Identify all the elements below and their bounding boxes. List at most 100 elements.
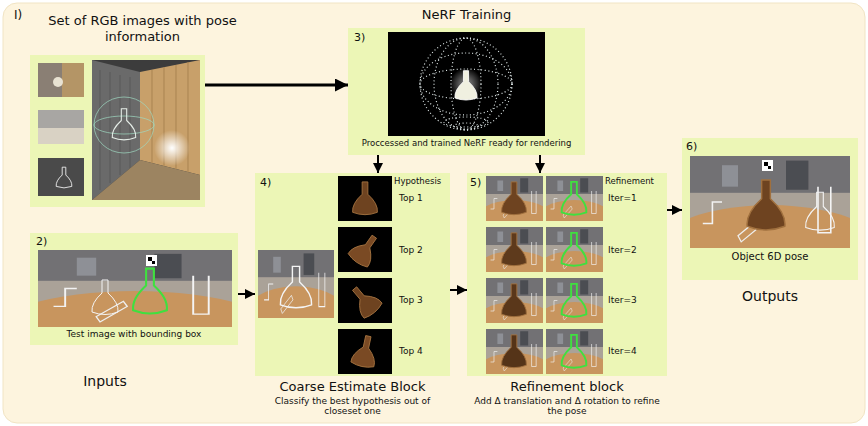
- training-images: [92, 60, 140, 200]
- hypothesis-renders: [338, 278, 392, 323]
- output-image: [764, 162, 768, 166]
- column-heading: Hypothesis: [394, 176, 448, 186]
- step-number: 5): [470, 176, 486, 189]
- refinement-renders: [470, 278, 559, 356]
- box-heading: Set of RGB images with pose information: [35, 13, 250, 44]
- training-images: [92, 60, 200, 200]
- coarse-estimate-box: 4)HypothesisTop 1Top 2Top 3Top 4Coarse E…: [255, 173, 450, 376]
- hypothesis-renders: [346, 281, 384, 320]
- output-image: [768, 166, 771, 169]
- training-images: [152, 62, 188, 172]
- rank-label: Top 2: [399, 245, 445, 256]
- training-images: [100, 70, 130, 190]
- test-image: [133, 269, 167, 314]
- flow-arrow: [450, 289, 467, 291]
- block-title: Coarse Estimate Block: [245, 379, 460, 395]
- refinement-renders: [562, 284, 587, 317]
- output-image: [806, 192, 835, 230]
- refinement-renders: [530, 329, 619, 407]
- flow-arrow: [667, 209, 682, 211]
- output-image: [747, 180, 785, 230]
- hypothesis-renders: [338, 176, 392, 221]
- panel-index: I): [14, 8, 38, 22]
- input-images-box: Set of RGB images with pose information: [30, 55, 205, 207]
- hypothesis-renders: [347, 230, 384, 269]
- rank-label: Top 1: [399, 193, 445, 204]
- nerf-render: [420, 38, 512, 130]
- training-images: [94, 97, 154, 153]
- flow-arrow: [377, 155, 379, 173]
- test-image-box: 2)Test image with bounding boxInputs: [30, 233, 238, 345]
- refinement-renders: [502, 284, 527, 317]
- refinement-renders: [470, 176, 559, 254]
- nerf-training-box: NeRF Training3)Proccessed and trained Ne…: [348, 28, 585, 155]
- block-description: Classify the best hypothesis out of clos…: [255, 396, 450, 417]
- coarse-crop: [237, 250, 356, 368]
- training-images: [38, 60, 200, 200]
- refinement-renders: [562, 182, 587, 215]
- nerf-render: [420, 53, 512, 115]
- rank-label: Top 3: [399, 295, 445, 306]
- training-images: [53, 77, 63, 87]
- refinement-renders: [470, 227, 559, 305]
- iteration-label: Iter=2: [608, 245, 664, 256]
- column-heading: Refinement: [605, 176, 665, 186]
- background-panel: [3, 3, 865, 423]
- training-images: [154, 130, 190, 166]
- step-number: 3): [354, 31, 374, 44]
- image-caption: Proccessed and trained NeRF ready for re…: [352, 138, 581, 148]
- iteration-label: Iter=1: [608, 193, 664, 204]
- box-heading: NeRF Training: [348, 7, 585, 23]
- nerf-render: [420, 38, 512, 130]
- flow-arrow: [539, 155, 541, 173]
- flow-arrow: [205, 84, 348, 87]
- rank-label: Top 4: [399, 346, 445, 357]
- nerf-render: [450, 68, 482, 100]
- image-caption: Object 6D pose: [682, 251, 858, 263]
- output-box: 6)Object 6D poseOutputs: [682, 138, 858, 280]
- coarse-crop: [237, 250, 356, 368]
- nerf-render: [455, 71, 477, 100]
- refinement-renders: [502, 233, 527, 266]
- training-images: [94, 116, 154, 134]
- flow-arrow: [238, 293, 255, 295]
- training-images: [38, 110, 84, 144]
- refinement-renders: [562, 233, 587, 266]
- training-images: [112, 109, 136, 140]
- training-images: [92, 160, 200, 200]
- refinement-renders: [502, 182, 527, 215]
- section-label: Inputs: [30, 373, 180, 390]
- nerf-render: [434, 38, 498, 130]
- training-images: [56, 167, 72, 188]
- block-description: Add Δ translation and Δ rotation to refi…: [467, 396, 667, 417]
- image-caption: Test image with bounding box: [30, 329, 238, 340]
- hypothesis-renders: [338, 176, 392, 374]
- block-title: Refinement block: [467, 379, 667, 395]
- training-images: [38, 128, 84, 144]
- output-image: [762, 160, 773, 171]
- nerf-render: [444, 117, 488, 127]
- refinement-renders: [562, 335, 587, 368]
- hypothesis-renders: [338, 227, 392, 272]
- step-number: 6): [686, 140, 706, 153]
- hypothesis-renders: [350, 334, 379, 369]
- test-image: [0, 250, 286, 383]
- iteration-label: Iter=4: [608, 346, 664, 357]
- refinement-renders: [530, 227, 619, 305]
- test-image: [152, 261, 155, 264]
- output-image: [645, 156, 868, 315]
- step-number: 4): [260, 176, 280, 189]
- test-image: [92, 280, 118, 315]
- test-image: [146, 255, 157, 266]
- hypothesis-renders: [338, 329, 392, 374]
- refinement-renders: [470, 329, 559, 407]
- nerf-render: [451, 38, 481, 130]
- refinement-box: 5)RefinementIter=1Iter=2Iter=3Iter=4Refi…: [467, 173, 667, 376]
- training-images: [62, 63, 84, 97]
- nerf-render: [420, 69, 512, 99]
- training-images: [38, 63, 84, 97]
- training-images: [140, 60, 200, 175]
- training-images: [38, 158, 84, 196]
- step-number: 2): [36, 235, 56, 248]
